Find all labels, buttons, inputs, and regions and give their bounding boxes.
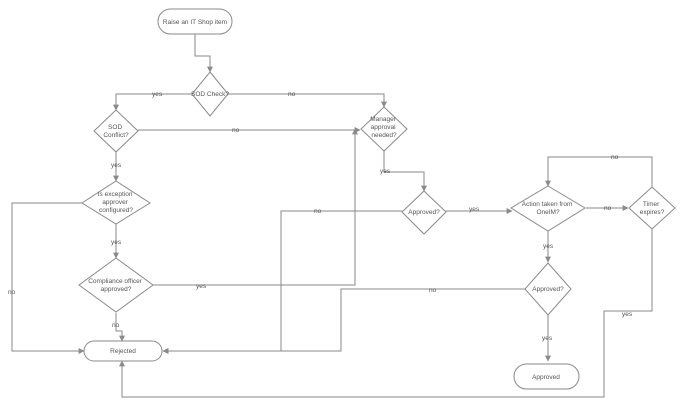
node-manager-approval-needed[interactable]: Manager approval needed? <box>360 106 408 152</box>
svg-text:Approved: Approved <box>532 374 560 381</box>
svg-text:SOD Conflict?: SOD Conflict? <box>103 124 129 139</box>
edge-sod-check-no <box>228 93 387 108</box>
node-sod-check-line-1: SOD Check? <box>191 91 229 98</box>
edge-label-exception-yes: yes <box>111 239 122 246</box>
node-timer-expires[interactable]: Timer expires? <box>628 186 676 230</box>
node-start-line-1: Raise an IT Shop item <box>163 19 227 26</box>
svg-text:SOD Check?: SOD Check? <box>191 91 229 98</box>
node-action-line-1: Action taken from <box>522 201 573 208</box>
edge-label-conflict-yes: yes <box>111 162 122 169</box>
node-timer-line-1: Timer <box>643 201 660 208</box>
node-approved-1[interactable]: Approved? <box>401 190 447 235</box>
node-exception-line-2: approver <box>102 199 128 206</box>
edge-label-timer-yes: yes <box>622 311 633 318</box>
node-compliance-line-1: Compliance officer <box>88 278 143 285</box>
node-manager-line-2: approval <box>371 124 396 131</box>
node-approved-1-line-1: Approved? <box>408 209 440 216</box>
node-sod-conflict-line-2: Conflict? <box>103 132 129 139</box>
svg-text:Approved?: Approved? <box>408 209 440 216</box>
node-approved-final-line-1: Approved <box>532 374 560 381</box>
node-sod-conflict-line-1: SOD <box>108 124 122 131</box>
edge-label-conflict-no: no <box>232 127 240 134</box>
node-compliance-approved[interactable]: Compliance officer approved? <box>78 257 154 313</box>
edge-manager-yes <box>383 151 427 192</box>
node-rejected[interactable]: Rejected <box>83 340 163 362</box>
node-action-taken[interactable]: Action taken from OneIM? <box>510 185 586 232</box>
edge-label-compliance-yes: yes <box>196 283 207 290</box>
node-compliance-line-2: approved? <box>101 286 132 293</box>
edge-approved2-no <box>162 288 525 354</box>
node-action-line-2: OneIM? <box>536 209 560 216</box>
edge-label-action-no: no <box>604 205 612 212</box>
edge-compliance-yes <box>152 128 358 286</box>
edge-label-approved1-yes: yes <box>469 206 480 213</box>
edge-label-approved1-no: no <box>314 208 322 215</box>
svg-text:Approved?: Approved? <box>532 286 564 293</box>
svg-text:Manager approval: Manager approval needed? <box>370 116 397 139</box>
edge-compliance-no <box>115 313 125 342</box>
edge-start-to-sod-check <box>194 34 213 73</box>
edge-label-exception-no: no <box>8 289 16 296</box>
edge-label-sod-no: no <box>288 91 296 98</box>
edge-timer-no <box>545 156 653 187</box>
edge-timer-yes <box>119 229 653 398</box>
node-approved-final[interactable]: Approved <box>513 363 580 390</box>
node-sod-conflict[interactable]: SOD Conflict? <box>93 109 139 153</box>
node-timer-line-2: expires? <box>640 209 665 216</box>
svg-text:Compliance officer app: Compliance officer approved? <box>88 278 144 293</box>
edge-label-sod-yes: yes <box>152 91 163 98</box>
node-approved-2-line-1: Approved? <box>532 286 564 293</box>
node-start[interactable]: Raise an IT Shop item <box>157 8 233 35</box>
svg-text:Action taken from OneI: Action taken from OneIM? <box>522 201 574 216</box>
edge-label-action-yes: yes <box>543 243 554 250</box>
edge-label-approved2-yes: yes <box>542 335 553 342</box>
edge-exception-no <box>11 202 85 354</box>
node-manager-line-1: Manager <box>370 116 396 123</box>
nodes: Raise an IT Shop item SOD Check? SOD Con… <box>78 8 676 390</box>
edge-label-timer-no: no <box>611 154 619 161</box>
edge-label-compliance-no: no <box>112 322 120 329</box>
svg-text:Timer expires?: Timer expires? <box>640 201 665 216</box>
node-exception-line-1: Is exception <box>98 191 133 198</box>
svg-text:Raise an IT Shop item: Raise an IT Shop item <box>163 19 227 26</box>
node-exception-configured[interactable]: Is exception approver configured? <box>81 180 151 225</box>
svg-text:Rejected: Rejected <box>110 348 136 355</box>
edge-label-approved2-no: no <box>429 287 437 294</box>
node-sod-check[interactable]: SOD Check? <box>191 71 229 117</box>
node-exception-line-3: configured? <box>99 207 133 214</box>
node-approved-2[interactable]: Approved? <box>524 262 572 316</box>
edges: yes no no yes yes yes no yes no no no <box>8 34 653 398</box>
svg-text:Is exception approver: Is exception approver configured? <box>98 191 135 214</box>
node-rejected-line-1: Rejected <box>110 348 136 355</box>
edge-label-manager-yes: yes <box>380 168 391 175</box>
node-manager-line-3: needed? <box>371 132 397 139</box>
edge-approved1-no <box>162 210 402 354</box>
edge-sod-check-yes <box>113 93 193 111</box>
